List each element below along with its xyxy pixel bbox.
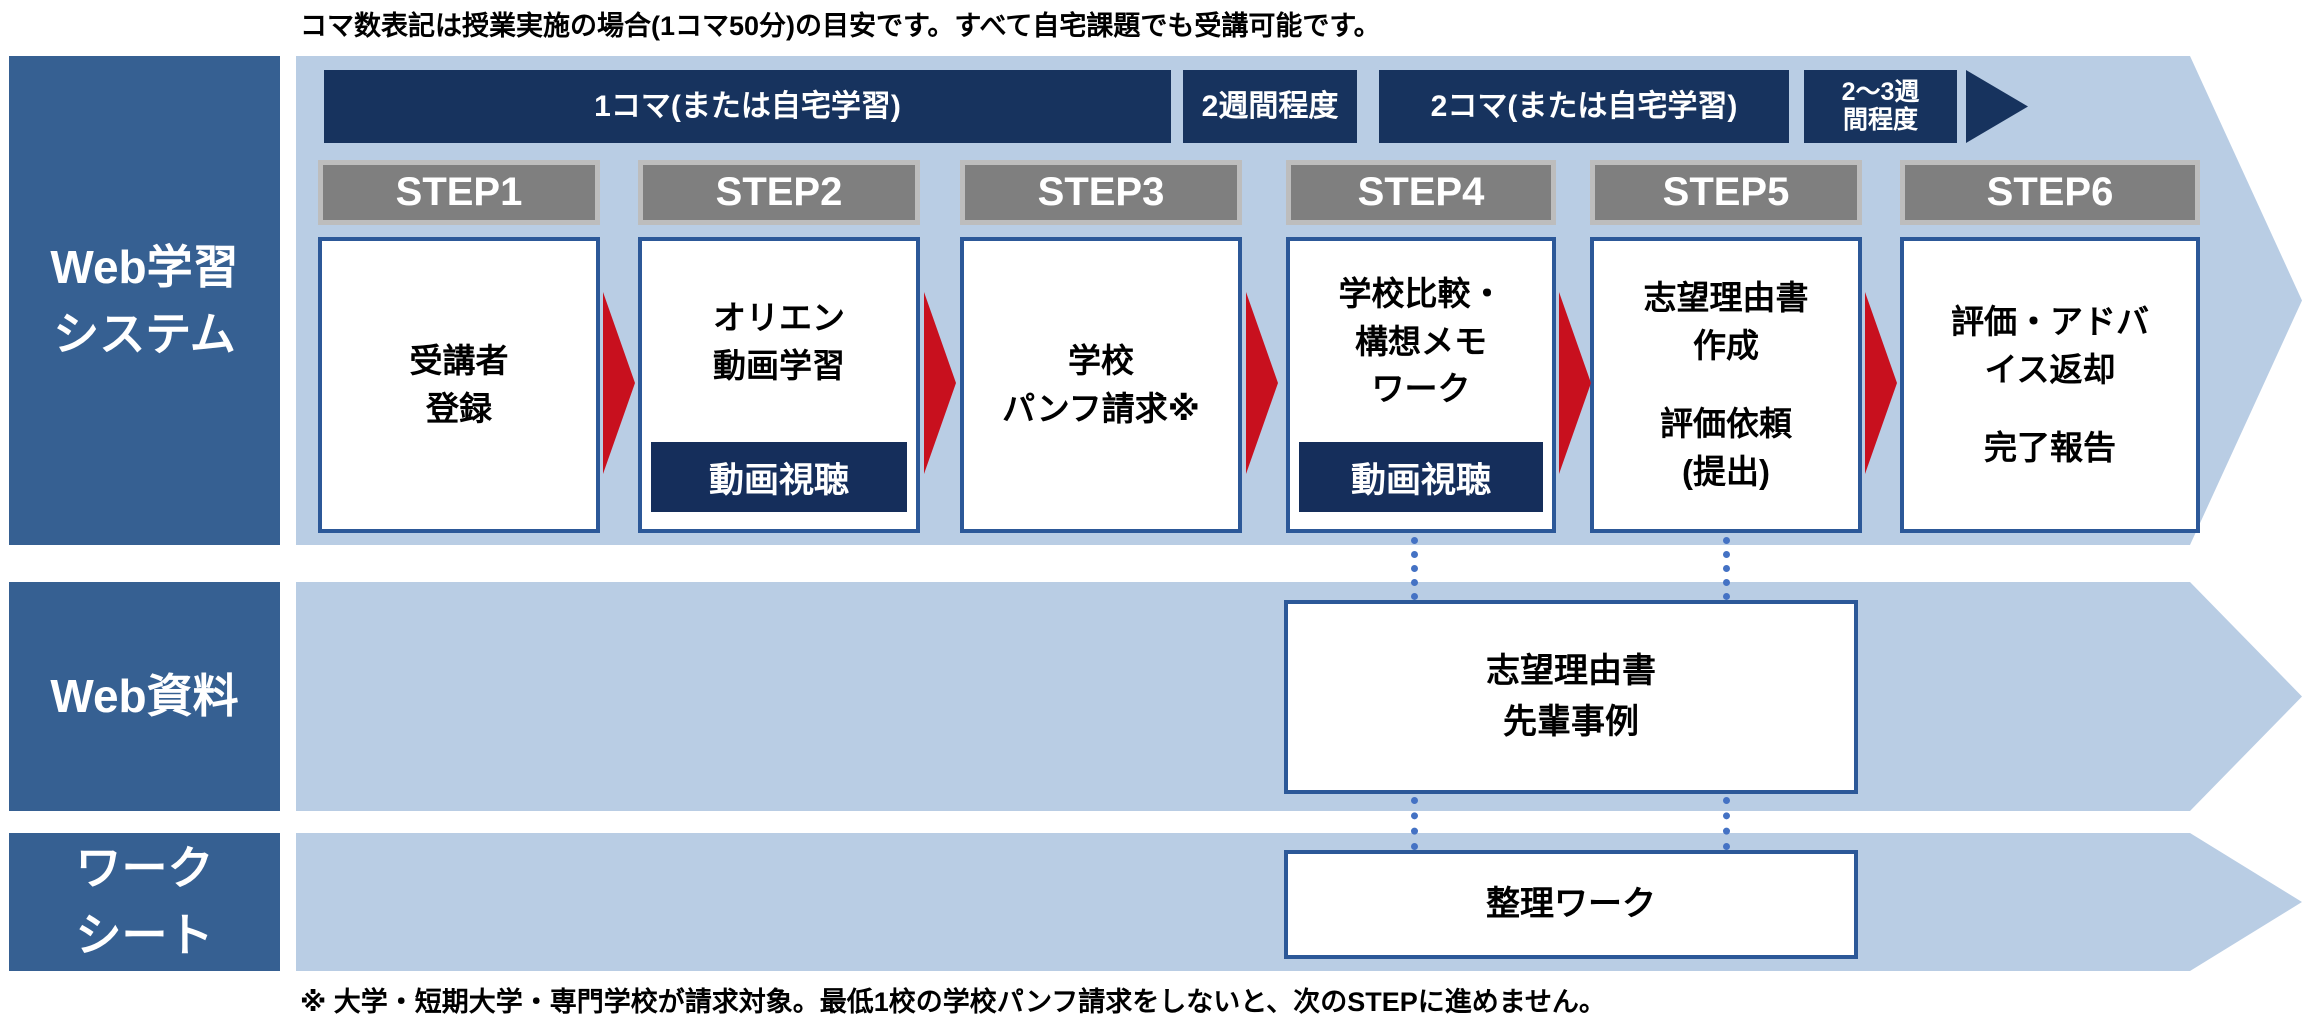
step-box-line: 評価依頼 — [1660, 405, 1792, 442]
top-note: コマ数表記は授業実施の場合(1コマ50分)の目安です。すべて自宅課題でも受講可能… — [300, 11, 1381, 41]
step4-header: STEP4 — [1286, 160, 1556, 225]
step-box-line: 登録 — [426, 390, 492, 427]
timeline-segment-label: 2週間程度 — [1201, 90, 1339, 123]
video-viewing-badge: 動画視聴 — [651, 442, 907, 512]
step5-header: STEP5 — [1590, 160, 1862, 225]
web-docs-box-line: 志望理由書 — [1486, 652, 1656, 690]
sidebar-row-web-learning-system: Web学習 システム — [9, 56, 280, 545]
step-box-line: 作成 — [1693, 327, 1759, 365]
step3-box: 学校 パンフ請求※ — [960, 237, 1242, 533]
sidebar-label-line: ワーク — [75, 842, 214, 895]
step-box-line: 学校 — [1068, 342, 1134, 380]
sidebar-label-line: Web資料 — [50, 670, 239, 723]
web-docs-box-line: 先輩事例 — [1503, 703, 1639, 741]
timeline-segment-2: 2週間程度 — [1183, 70, 1357, 143]
worksheet-box-line: 整理ワーク — [1486, 885, 1656, 923]
step1-header: STEP1 — [318, 160, 600, 225]
bottom-note: ※ 大学・短期大学・専門学校が請求対象。最低1校の学校パンフ請求をしないと、次の… — [300, 987, 1606, 1017]
step-box-line: オリエン — [713, 298, 845, 336]
step6-box: 評価・アドバ イス返却 完了報告 — [1900, 237, 2200, 533]
step-box-line: 完了報告 — [1984, 428, 2116, 466]
timeline-segment-1: 1コマ(または自宅学習) — [324, 70, 1171, 143]
dotted-connector — [1723, 537, 1730, 600]
timeline-segment-3: 2コマ(または自宅学習) — [1379, 70, 1789, 143]
sidebar-label-line: Web学習 — [50, 240, 239, 293]
step6-header: STEP6 — [1900, 160, 2200, 225]
sidebar-row-web-docs: Web資料 — [9, 582, 280, 811]
video-viewing-badge: 動画視聴 — [1299, 442, 1543, 512]
sidebar-label-line: システム — [53, 307, 236, 360]
step-box-line: (提出) — [1682, 452, 1770, 490]
dotted-connector — [1411, 797, 1418, 850]
step5-box: 志望理由書 作成 評価依頼 (提出) — [1590, 237, 1862, 533]
step-box-line: 構想メモ — [1355, 322, 1487, 360]
timeline-segment-label: 間程度 — [1842, 105, 1918, 134]
step-box-line: イス返却 — [1984, 351, 2116, 389]
dotted-connector — [1723, 797, 1730, 850]
sidebar-label-line: シート — [75, 909, 214, 961]
step2-header: STEP2 — [638, 160, 920, 225]
step1-box: 受講者 登録 — [318, 237, 600, 533]
step-box-line: ワーク — [1371, 370, 1471, 408]
web-docs-box: 志望理由書 先輩事例 — [1284, 600, 1858, 794]
step-box-line: 動画学習 — [713, 346, 845, 384]
timeline-segment-label: 1コマ(または自宅学習) — [594, 90, 901, 123]
worksheet-box: 整理ワーク — [1284, 850, 1858, 959]
step3-header: STEP3 — [960, 160, 1242, 225]
sidebar-row-worksheet: ワーク シート — [9, 833, 280, 971]
step-box-line: 学校比較・ — [1338, 274, 1504, 312]
dotted-connector — [1411, 537, 1418, 600]
step4-box: 学校比較・ 構想メモ ワーク 動画視聴 — [1286, 237, 1556, 533]
timeline-segment-4: 2〜3週 間程度 — [1804, 70, 1957, 143]
step-box-line: 評価・アドバ — [1951, 303, 2149, 341]
timeline-segment-label: 2コマ(または自宅学習) — [1430, 90, 1738, 123]
step-box-line: 志望理由書 — [1643, 279, 1809, 317]
step-box-line: パンフ請求※ — [1002, 390, 1200, 427]
step-box-line: 受講者 — [409, 342, 509, 380]
timeline-segment-label: 2〜3週 — [1841, 78, 1920, 106]
step2-box: オリエン 動画学習 動画視聴 — [638, 237, 920, 533]
